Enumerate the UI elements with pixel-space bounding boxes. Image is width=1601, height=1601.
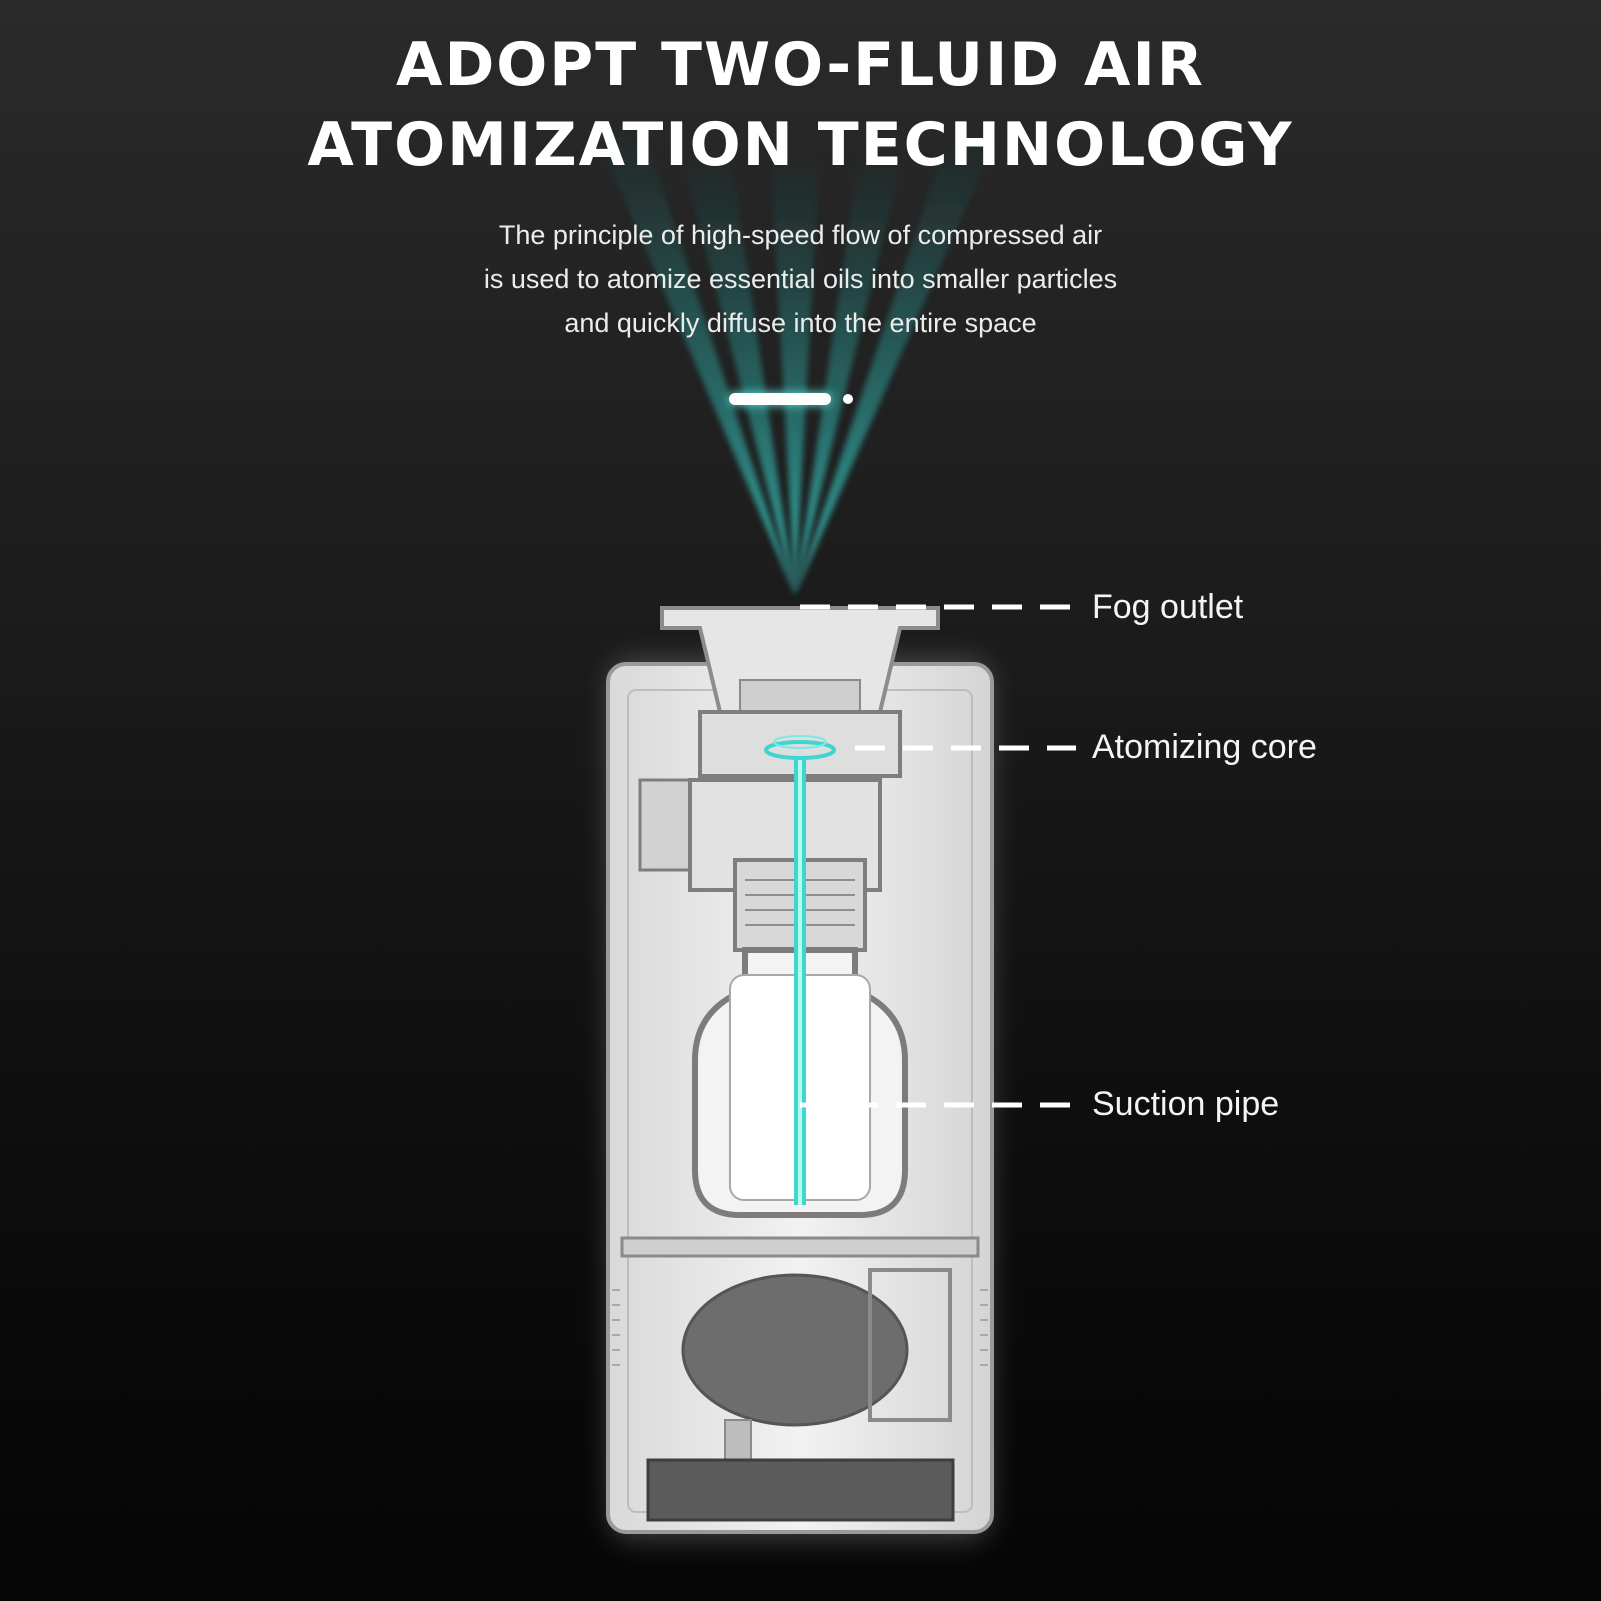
inactive-slide-dot [843, 394, 853, 404]
subtitle-line-3: and quickly diffuse into the entire spac… [564, 308, 1037, 338]
mist-beams [590, 120, 1000, 595]
subtitle-line-2: is used to atomize essential oils into s… [483, 264, 1118, 294]
atomizing-core-label: Atomizing core [1092, 728, 1317, 766]
title-line-1: ADOPT TWO-FLUID AIR [396, 30, 1205, 100]
subtitle-line-1: The principle of high-speed flow of comp… [498, 220, 1103, 250]
fog-outlet-label: Fog outlet [1092, 588, 1244, 626]
suction-pipe-label: Suction pipe [1092, 1085, 1280, 1123]
title-line-2: ATOMIZATION TECHNOLOGY [307, 110, 1294, 180]
active-slide-bar [729, 393, 831, 405]
atomizing-core-ring [764, 735, 836, 760]
leader-lines [800, 604, 1076, 1108]
suction-pipe [794, 760, 806, 1205]
